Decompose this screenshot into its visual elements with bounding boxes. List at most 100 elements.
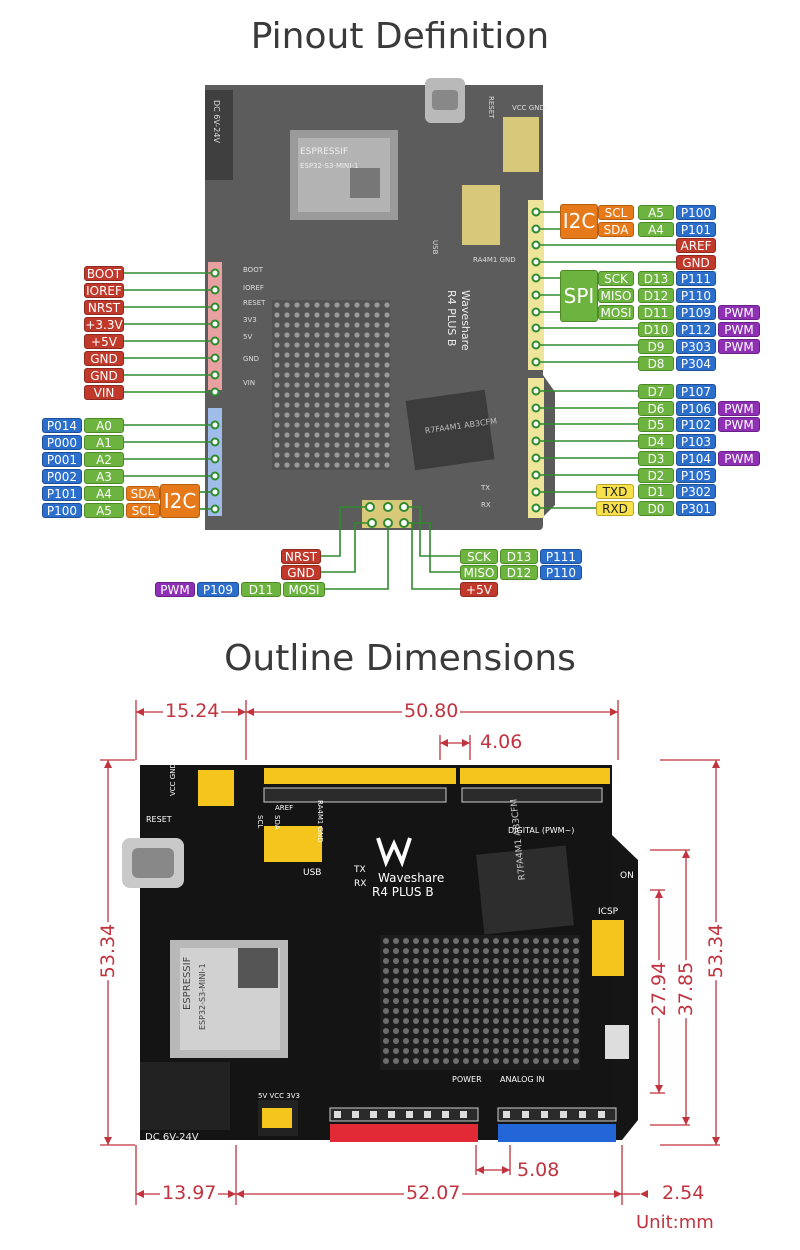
right-digital-func: SCK bbox=[598, 271, 634, 286]
outline-ra4m1-label: RA4M1 GND bbox=[316, 800, 324, 843]
unit-label: Unit:mm bbox=[636, 1212, 714, 1233]
right-digital-pin: D9 bbox=[638, 339, 674, 354]
right-digital-pin: D5 bbox=[638, 417, 674, 433]
right-digital-pwm: PWM bbox=[718, 339, 760, 354]
right-digital-pin: D4 bbox=[638, 434, 674, 450]
board-reset-label: RESET bbox=[487, 96, 495, 119]
outline-module-sub: ESP32-S3-MINI-1 bbox=[198, 963, 207, 1030]
right-i2c-port: P101 bbox=[676, 222, 716, 237]
right-digital-pwm: PWM bbox=[718, 450, 760, 466]
right-digital-pwm: PWM bbox=[718, 400, 760, 416]
outline-on-label: ON bbox=[620, 871, 634, 881]
left-analog-port: P100 bbox=[42, 503, 82, 518]
outline-brand: Waveshare bbox=[378, 871, 444, 885]
board-vcc-label: VCC GND bbox=[512, 104, 545, 112]
icsp-p110: P110 bbox=[540, 565, 582, 580]
board-pin-boot: BOOT bbox=[243, 266, 264, 274]
left-power-pin: NRST bbox=[84, 300, 124, 315]
pinout-leader-lines bbox=[124, 207, 676, 590]
spi-badge: SPI bbox=[560, 270, 598, 322]
right-i2c-pin: A4 bbox=[638, 222, 674, 237]
pinout-board-graphic: ESPRESSIF ESP32-S3-MINI-1 DC 6V-24V R7FA… bbox=[205, 78, 555, 530]
outline-power-label: POWER bbox=[452, 1075, 482, 1084]
right-digital-pwm: PWM bbox=[718, 305, 760, 320]
right-i2c-badge: I2C bbox=[560, 204, 598, 239]
left-power-pin: +5V bbox=[84, 334, 124, 349]
left-power-pin: +3.3V bbox=[84, 317, 124, 332]
board-pin-gnd: GND bbox=[243, 355, 259, 363]
outline-reset-label: RESET bbox=[146, 815, 172, 824]
left-analog-pin: A0 bbox=[84, 418, 124, 433]
right-digital-port: P304 bbox=[676, 356, 716, 371]
outline-analog-label: ANALOG IN bbox=[500, 1075, 545, 1084]
dim-4-06: 4.06 bbox=[478, 731, 525, 753]
outline-tx-label: TX bbox=[353, 865, 366, 875]
right-digital-pin: D7 bbox=[638, 384, 674, 399]
icsp-p111: P111 bbox=[540, 549, 582, 564]
icsp-5v: +5V bbox=[460, 582, 498, 597]
icsp-mosi: MOSI bbox=[283, 582, 325, 597]
left-analog-port: P014 bbox=[42, 418, 82, 433]
dim-53-34-right: 53.34 bbox=[705, 921, 728, 981]
right-aref-pin: AREF bbox=[676, 238, 716, 253]
outline-switch-label: OFF GND VRTC bbox=[258, 1140, 310, 1148]
left-analog-port: P000 bbox=[42, 435, 82, 450]
board-tx-label: TX bbox=[480, 484, 490, 492]
icsp-nrst: NRST bbox=[281, 549, 321, 564]
right-digital-pin: D8 bbox=[638, 356, 674, 371]
right-digital-pin: D0 bbox=[638, 500, 674, 516]
board-module-label: ESPRESSIF bbox=[300, 147, 348, 157]
right-digital-port: P112 bbox=[676, 322, 716, 337]
right-i2c-func: SCL bbox=[598, 205, 634, 220]
right-digital-func: MISO bbox=[598, 288, 634, 303]
outline-module-label: ESPRESSIF bbox=[182, 956, 193, 1010]
dim-5-08: 5.08 bbox=[515, 1159, 562, 1181]
right-i2c-port: P100 bbox=[676, 205, 716, 220]
right-digital-func: TXD bbox=[596, 484, 634, 500]
dim-27-94: 27.94 bbox=[648, 959, 671, 1019]
board-pin-vin: VIN bbox=[243, 379, 255, 387]
left-analog-pin: A3 bbox=[84, 469, 124, 484]
board-pin-5v: 5V bbox=[243, 333, 252, 341]
icsp-pwm: PWM bbox=[155, 582, 195, 597]
board-brand: Waveshare bbox=[459, 290, 472, 351]
pinout-title: Pinout Definition bbox=[250, 16, 550, 57]
right-digital-port: P303 bbox=[676, 339, 716, 354]
right-digital-func: RXD bbox=[596, 500, 634, 516]
board-pin-3v3: 3V3 bbox=[243, 316, 257, 324]
board-model: R4 PLUS B bbox=[445, 290, 458, 346]
left-i2c-badge: I2C bbox=[160, 484, 200, 518]
left-power-pin: VIN bbox=[84, 385, 124, 400]
dim-50-80: 50.80 bbox=[402, 700, 461, 722]
right-digital-pwm: PWM bbox=[718, 322, 760, 337]
dim-52-07: 52.07 bbox=[404, 1182, 463, 1204]
board-ra4m1-label: RA4M1 GND bbox=[473, 256, 516, 264]
outline-aref-label: AREF bbox=[275, 804, 293, 812]
left-power-pin: GND bbox=[84, 351, 124, 366]
outline-scl-label: SCL bbox=[256, 815, 264, 828]
outline-title: Outline Dimensions bbox=[224, 638, 576, 679]
dim-2-54: 2.54 bbox=[660, 1182, 707, 1204]
icsp-p109: P109 bbox=[197, 582, 239, 597]
board-pin-ioref: IOREF bbox=[243, 284, 264, 292]
board-rx-label: RX bbox=[481, 501, 491, 509]
outline-switch-top: 5V VCC 3V3 bbox=[258, 1092, 300, 1100]
board-pin-reset: RESET bbox=[243, 299, 266, 307]
left-analog-pin: A5 bbox=[84, 503, 124, 518]
outline-sda-label: SDA bbox=[273, 815, 281, 830]
icsp-d12: D12 bbox=[500, 565, 538, 580]
right-digital-pin: D13 bbox=[638, 271, 674, 286]
outline-usb-label: USB bbox=[303, 868, 321, 878]
right-i2c-pin: A5 bbox=[638, 205, 674, 220]
left-analog-port: P002 bbox=[42, 469, 82, 484]
right-digital-port: P103 bbox=[676, 434, 716, 450]
right-digital-port: P104 bbox=[676, 450, 716, 466]
right-digital-port: P107 bbox=[676, 384, 716, 399]
outline-digital-label: DIGITAL (PWM~) bbox=[508, 826, 574, 835]
right-digital-port: P110 bbox=[676, 288, 716, 303]
left-power-pin: GND bbox=[84, 368, 124, 383]
left-analog-func: SCL bbox=[126, 503, 160, 518]
outline-dc-label: DC 6V-24V bbox=[145, 1132, 199, 1143]
right-digital-port: P301 bbox=[676, 500, 716, 516]
icsp-sck: SCK bbox=[460, 549, 498, 564]
